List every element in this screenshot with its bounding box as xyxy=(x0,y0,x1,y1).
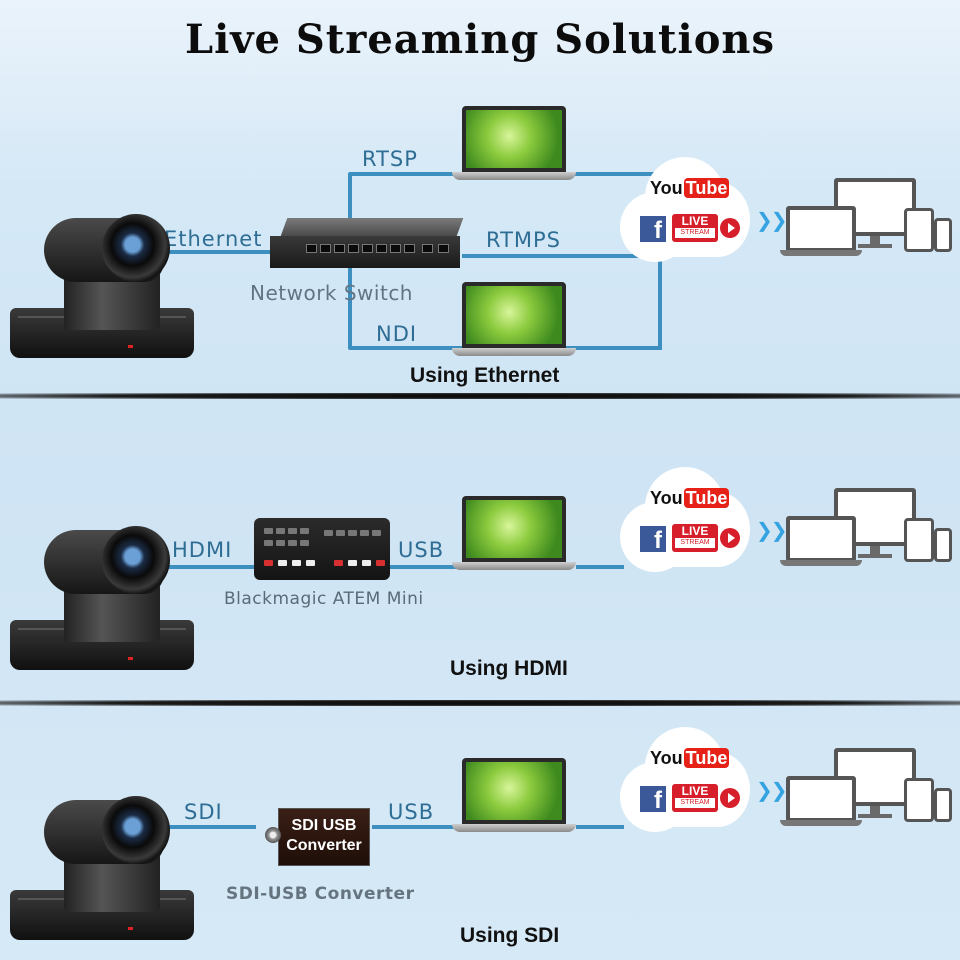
bnc-connector-icon xyxy=(265,827,281,843)
cable-camera-to-switch xyxy=(160,250,272,254)
converter-text-line2: Converter xyxy=(286,837,362,854)
cable-atem-to-laptop xyxy=(390,565,460,569)
section-divider xyxy=(0,393,960,399)
section-heading-hdmi: Using HDMI xyxy=(450,657,568,680)
viewer-devices xyxy=(780,748,956,838)
device-label-atem-mini: Blackmagic ATEM Mini xyxy=(224,589,424,609)
sdi-usb-converter: SDI USB Converter xyxy=(265,808,370,866)
viewer-devices xyxy=(780,178,956,268)
cable-camera-to-converter xyxy=(160,825,256,829)
ptz-camera xyxy=(6,208,196,358)
facebook-icon: f xyxy=(640,526,666,552)
device-label-network-switch: Network Switch xyxy=(250,281,413,305)
cable-rtmps xyxy=(462,254,662,258)
cable-laptop-to-cloud xyxy=(576,565,624,569)
arrow-right-icon: ❯❯ xyxy=(756,208,787,232)
atem-mini-switcher xyxy=(254,518,390,580)
facebook-icon: f xyxy=(640,786,666,812)
cable-camera-to-atem xyxy=(160,565,256,569)
arrow-right-icon: ❯❯ xyxy=(756,778,787,802)
device-label-sdi-usb-converter: SDI-USB Converter xyxy=(226,884,415,904)
arrow-right-icon: ❯❯ xyxy=(756,518,787,542)
cable-converter-to-laptop xyxy=(372,825,460,829)
link-label-hdmi: HDMI xyxy=(172,538,233,562)
ptz-camera xyxy=(6,790,196,940)
play-icon xyxy=(720,218,740,238)
converter-text-line1: SDI USB xyxy=(291,817,357,834)
cable-laptop-to-cloud xyxy=(576,825,624,829)
viewer-devices xyxy=(780,488,956,578)
route-label-rtmps: RTMPS xyxy=(486,228,562,252)
section-heading-sdi: Using SDI xyxy=(460,924,560,947)
section-heading-ethernet: Using Ethernet xyxy=(410,364,560,387)
laptop-hdmi xyxy=(452,496,576,576)
laptop-ndi xyxy=(452,282,576,362)
link-label-ethernet: Ethernet xyxy=(164,227,263,251)
laptop-rtsp xyxy=(452,106,576,186)
link-label-sdi: SDI xyxy=(184,800,223,824)
link-label-usb: USB xyxy=(398,538,445,562)
ptz-camera xyxy=(6,520,196,670)
page-title: Live Streaming Solutions xyxy=(184,16,776,63)
play-icon xyxy=(720,528,740,548)
route-label-rtsp: RTSP xyxy=(362,147,418,171)
facebook-icon: f xyxy=(640,216,666,242)
play-icon xyxy=(720,788,740,808)
link-label-usb: USB xyxy=(388,800,435,824)
laptop-sdi xyxy=(452,758,576,838)
route-label-ndi: NDI xyxy=(376,322,418,346)
section-divider xyxy=(0,700,960,706)
network-switch xyxy=(270,218,464,270)
